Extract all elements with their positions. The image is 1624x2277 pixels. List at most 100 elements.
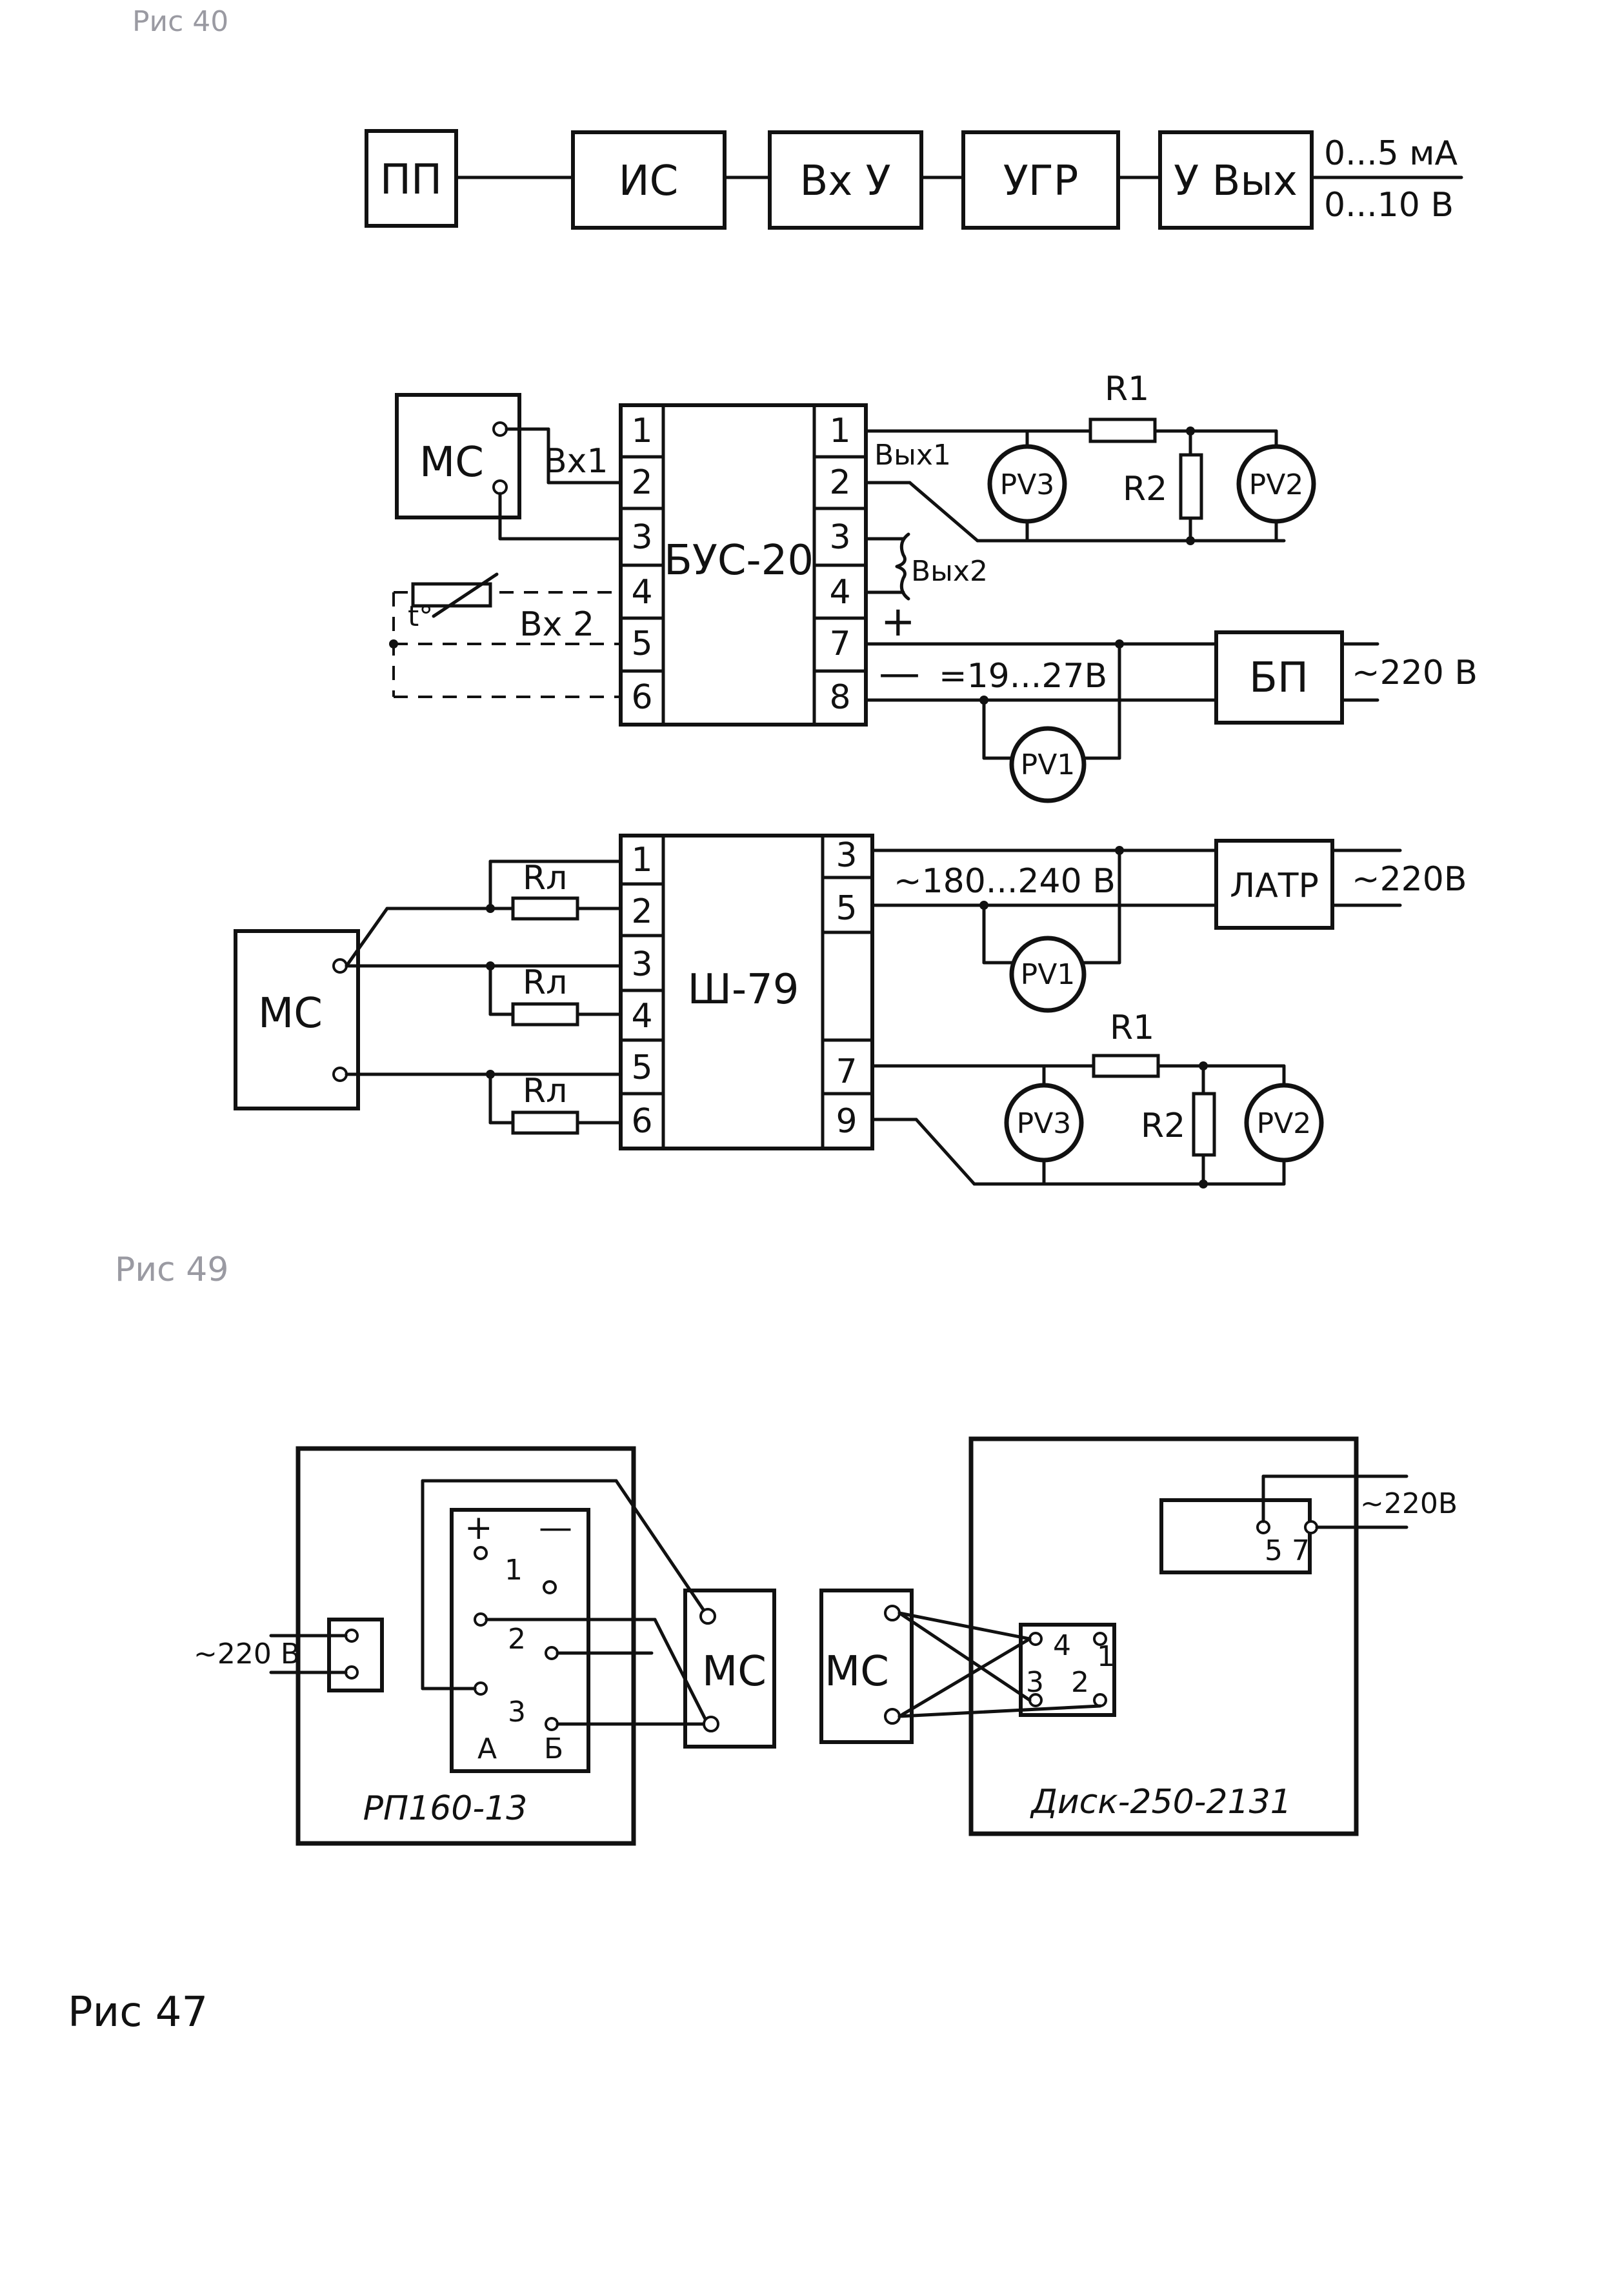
disk250-term-1: 1 <box>1097 1640 1115 1673</box>
bus20-r2-resistor <box>1179 453 1203 520</box>
bus20-unit-label: БУС-20 <box>664 537 814 585</box>
block-input-amp <box>768 130 923 230</box>
bus20-left-pin-4: 4 <box>631 573 652 612</box>
disk250-ms-label: МС <box>825 1648 889 1696</box>
sh79-right-pin-5: 5 <box>836 889 857 928</box>
bus20-pv3-label: PV3 <box>1000 468 1055 501</box>
rp160-term-a: А <box>477 1732 497 1765</box>
rp160-term-1: 1 <box>505 1554 523 1587</box>
sh79-pv2-label: PV2 <box>1257 1107 1312 1140</box>
block-is <box>571 130 727 230</box>
sh79-left-pin-6: 6 <box>631 1102 652 1141</box>
block-chain-diagram: ПП ИС Вх У УГР У Вых 0...5 мА 0...10 В <box>365 129 1463 230</box>
sh79-line-resistor-3-label: Rл <box>523 1072 567 1110</box>
rp160-term-b: Б <box>544 1732 563 1765</box>
sh79-ms-terminal-2 <box>332 1067 348 1082</box>
bus20-right-pin-2: 2 <box>829 463 850 502</box>
disk250-term-2: 2 <box>1071 1666 1089 1699</box>
bus20-minus-mark: — <box>879 650 920 697</box>
sh79-r2-resistor <box>1192 1092 1216 1157</box>
sh79-mains-label: ~220В <box>1352 860 1467 899</box>
bus20-pv3-meter <box>987 444 1067 524</box>
bus20-pv1-meter <box>1009 726 1087 803</box>
sh79-left-pin-3: 3 <box>631 945 652 984</box>
output-current-range: 0...5 мА <box>1324 134 1458 173</box>
block-pp <box>365 129 458 228</box>
bus20-input2-label: Вх 2 <box>519 605 594 644</box>
sh79-left-pin-5: 5 <box>631 1048 652 1087</box>
disk250-terminal-block <box>1019 1623 1116 1717</box>
sh79-pv3-label: PV3 <box>1017 1107 1072 1140</box>
rp160-term-2: 2 <box>508 1623 526 1656</box>
sh79-ms-terminal-1 <box>332 958 348 974</box>
sh79-right-pin-3: 3 <box>836 836 857 875</box>
sh79-right-pin-9: 9 <box>836 1102 857 1141</box>
bus20-output2-label: Вых2 <box>911 555 988 588</box>
disk250-device-frame <box>968 1436 1359 1836</box>
sh79-latr-block <box>1214 839 1334 930</box>
bus20-r1-label: R1 <box>1105 370 1149 408</box>
block-is-label: ИС <box>619 157 679 205</box>
rp160-ms-label: МС <box>702 1648 767 1696</box>
rp160-term-3: 3 <box>508 1696 526 1729</box>
rp160-device-label: РП160-13 <box>363 1789 528 1828</box>
bus20-thermo-mark: t° <box>408 600 433 633</box>
block-ugr-label: УГР <box>1003 157 1079 205</box>
rp160-ms-block <box>683 1589 776 1749</box>
sh79-left-pin-1: 1 <box>631 841 652 879</box>
bus20-pv2-meter <box>1236 444 1316 524</box>
disk250-schematic: Диск-250-2131 5 7 ~220В МС 4 1 3 2 <box>819 1436 1458 1836</box>
output-voltage-range: 0...10 В <box>1324 186 1454 225</box>
bus20-r1-resistor <box>1088 417 1157 443</box>
block-input-amp-label: Вх У <box>799 157 890 205</box>
sh79-r1-label: R1 <box>1110 1008 1154 1047</box>
bus20-left-pin-5: 5 <box>631 625 652 663</box>
rp160-minus-mark: — <box>539 1509 572 1547</box>
bus20-schematic: МС БУС-20 1 2 3 4 5 6 1 2 3 4 7 8 <box>389 370 1478 803</box>
bus20-left-pin-3: 3 <box>631 518 652 557</box>
bus20-right-pin-4: 4 <box>829 573 850 612</box>
disk250-term-57: 5 7 <box>1265 1534 1310 1567</box>
rp160-schematic: РП160-13 ~220 В + — 1 2 3 А Б <box>194 1446 776 1846</box>
sh79-pv2-meter <box>1244 1083 1324 1163</box>
sh79-line-resistor-2-label: Rл <box>523 963 567 1002</box>
disk250-term-4: 4 <box>1053 1629 1071 1662</box>
bus20-right-pin-7: 7 <box>829 625 850 663</box>
bus20-input1-label: Вх1 <box>544 442 608 481</box>
sh79-left-pin-4: 4 <box>631 997 652 1036</box>
sh79-right-pin-7: 7 <box>836 1052 857 1091</box>
bus20-input2-node <box>389 639 398 648</box>
sh79-supply-voltage: ~180...240 В <box>894 862 1116 901</box>
sh79-r2-label: R2 <box>1141 1107 1185 1145</box>
sh79-unit-label: Ш-79 <box>688 966 799 1014</box>
sh79-left-pin-2: 2 <box>631 892 652 931</box>
disk250-ms-block <box>819 1589 914 1744</box>
sh79-pv3-meter <box>1004 1083 1084 1163</box>
sh79-line-resistor-1 <box>511 896 579 921</box>
bus20-left-pin-2: 2 <box>631 463 652 502</box>
bus20-left-pin-6: 6 <box>631 678 652 717</box>
bus20-r2-label: R2 <box>1123 470 1167 508</box>
sh79-pv1-label: PV1 <box>1021 958 1076 991</box>
disk250-power-block <box>1159 1498 1312 1574</box>
block-output-amp-label: У Вых <box>1174 157 1298 205</box>
sh79-r1-resistor <box>1092 1054 1160 1078</box>
bus20-pv2-label: PV2 <box>1249 468 1304 501</box>
sh79-ms-block <box>234 929 360 1110</box>
bus20-plus-mark: + <box>881 598 916 646</box>
bus20-psu-block <box>1214 630 1344 725</box>
bus20-left-pin-1: 1 <box>631 412 652 450</box>
caption-fig40: Рис 40 <box>132 5 228 38</box>
rp160-mains-label: ~220 В <box>194 1638 300 1670</box>
bus20-pv1-label: PV1 <box>1021 748 1076 781</box>
bus20-mains-label: ~220 В <box>1352 654 1478 692</box>
disk250-device-label: Диск-250-2131 <box>1030 1783 1292 1821</box>
rp160-power-connector <box>327 1618 384 1692</box>
bus20-right-pin-8: 8 <box>829 678 850 717</box>
bus20-ms-label: МС <box>419 439 484 486</box>
rp160-terminal-block <box>450 1508 590 1773</box>
disk250-term-3: 3 <box>1026 1666 1044 1699</box>
bus20-psu-label: БП <box>1249 654 1308 702</box>
